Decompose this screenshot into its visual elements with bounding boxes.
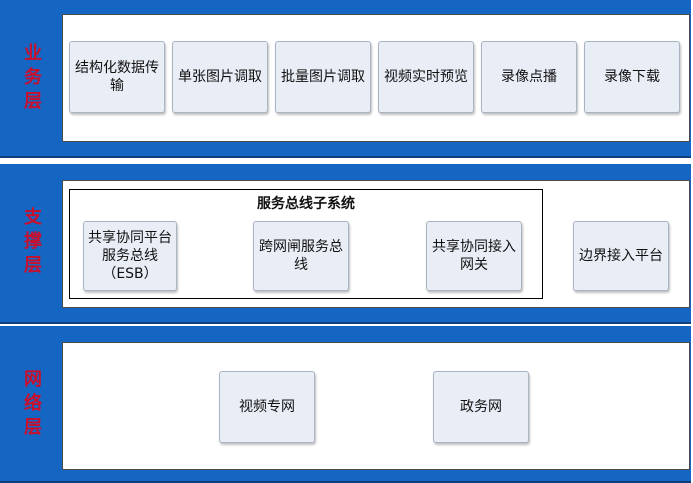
layer-label-char: 层 <box>24 255 42 276</box>
network-layer-label: 网 络 层 <box>18 366 48 442</box>
support-layer-band: 支 撑 层 服务总线子系统 共享协同平台服务总线（ESB） 跨网闸服务总线 共享… <box>0 164 691 324</box>
recording-playback-box: 录像点播 <box>481 41 577 113</box>
business-layer-label: 业 务 层 <box>18 40 48 116</box>
single-image-retrieval-box: 单张图片调取 <box>172 41 268 113</box>
layer-label-char: 网 <box>24 369 42 390</box>
layer-label-char: 业 <box>24 43 42 64</box>
layer-label-char: 络 <box>24 393 42 414</box>
business-layer-panel: 结构化数据传输 单张图片调取 批量图片调取 视频实时预览 录像点播 录像下载 <box>62 14 690 142</box>
video-private-network-box: 视频专网 <box>219 371 315 443</box>
business-layer-band: 业 务 层 结构化数据传输 单张图片调取 批量图片调取 视频实时预览 录像点播 … <box>0 0 691 158</box>
network-layer-band: 网 络 层 视频专网 政务网 <box>0 326 691 483</box>
layer-label-char: 支 <box>24 207 42 228</box>
structured-data-transfer-box: 结构化数据传输 <box>69 41 165 113</box>
network-layer-panel: 视频专网 政务网 <box>62 342 690 470</box>
layer-label-char: 层 <box>24 91 42 112</box>
batch-image-retrieval-box: 批量图片调取 <box>275 41 371 113</box>
recording-download-box: 录像下载 <box>584 41 680 113</box>
esb-service-bus-box: 共享协同平台服务总线（ESB） <box>83 221 177 291</box>
layer-label-char: 务 <box>24 67 42 88</box>
support-layer-panel: 服务总线子系统 共享协同平台服务总线（ESB） 跨网闸服务总线 共享协同接入网关… <box>62 180 690 308</box>
layer-label-char: 层 <box>24 417 42 438</box>
layer-label-char: 撑 <box>24 231 42 252</box>
border-access-platform-box: 边界接入平台 <box>573 221 669 291</box>
cross-gateway-service-bus-box: 跨网闸服务总线 <box>253 221 349 291</box>
government-network-box: 政务网 <box>433 371 529 443</box>
service-bus-subsystem-title: 服务总线子系统 <box>257 196 355 212</box>
live-video-preview-box: 视频实时预览 <box>378 41 474 113</box>
support-layer-label: 支 撑 层 <box>18 204 48 280</box>
shared-access-gateway-box: 共享协同接入网关 <box>426 221 522 291</box>
